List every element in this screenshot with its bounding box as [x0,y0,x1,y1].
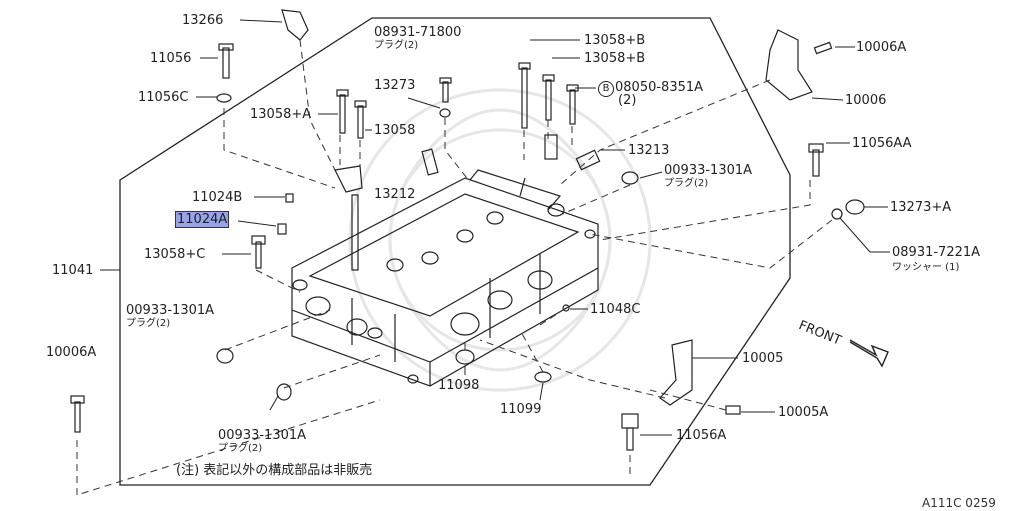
callout-13058-c: 13058+C [144,247,206,262]
callout-11056c: 11056C [138,90,189,105]
frame-label-11041: 11041 [52,263,94,278]
callout-13058: 13058 [374,123,416,138]
callout-qty-2: (2) [618,93,637,108]
callout-11056a: 11056A [676,428,727,443]
callout-13273: 13273 [374,78,416,93]
callout-00933-1301a-right: 00933-1301A [664,163,753,178]
callout-10006: 10006 [845,93,887,108]
callout-13058-b-1: 13058+B [584,33,646,48]
callout-13213: 13213 [628,143,670,158]
note-non-sale-parts: (注) 表記以外の構成部品は非販売 [176,463,373,478]
front-arrow [849,339,889,368]
callout-13058-a: 13058+A [250,107,312,122]
callout-11056: 11056 [150,51,192,66]
callout-plug-2-right: プラグ(2) [664,178,709,189]
cylinder-head-body [291,169,599,387]
callout-washer-1: ワッシャー (1) [892,262,960,273]
callout-plug-2-left: プラグ(2) [126,318,171,329]
dashed-guide-lines [76,39,833,496]
callout-13058-b-2: 13058+B [584,51,646,66]
assembly-frame [119,17,791,486]
callout-13212: 13212 [374,187,416,202]
callout-00933-1301a-bottom: 00933-1301A [218,428,307,443]
small-parts [70,9,865,451]
callout-11024b: 11024B [192,190,243,205]
callout-11099: 11099 [500,402,542,417]
callout-08931-7221a: 08931-7221A [892,245,981,260]
callout-10006a-left: 10006A [46,345,97,360]
callout-plug-2-top: プラグ(2) [374,40,419,51]
callout-11098: 11098 [438,378,480,393]
watermark-emblem [348,88,652,392]
callout-11048c: 11048C [590,302,641,317]
callout-10005a: 10005A [778,405,829,420]
callout-08050-8351a-text: 08050-8351A [615,80,704,95]
bolt-circle-symbol: B [598,81,614,97]
callout-11024a-highlighted: 11024A [174,211,230,228]
figure-code: A111C 0259 [922,496,996,510]
callout-10006a-right: 10006A [856,40,907,55]
callout-00933-1301a-left: 00933-1301A [126,303,215,318]
leader-lines [100,19,890,436]
callout-11056aa: 11056AA [852,136,912,151]
callout-plug-2-bottom: プラグ(2) [218,443,263,454]
callout-10005: 10005 [742,351,784,366]
callout-13273-a: 13273+A [890,200,952,215]
callout-13266: 13266 [182,13,224,28]
callout-08931-71800: 08931-71800 [374,25,462,40]
